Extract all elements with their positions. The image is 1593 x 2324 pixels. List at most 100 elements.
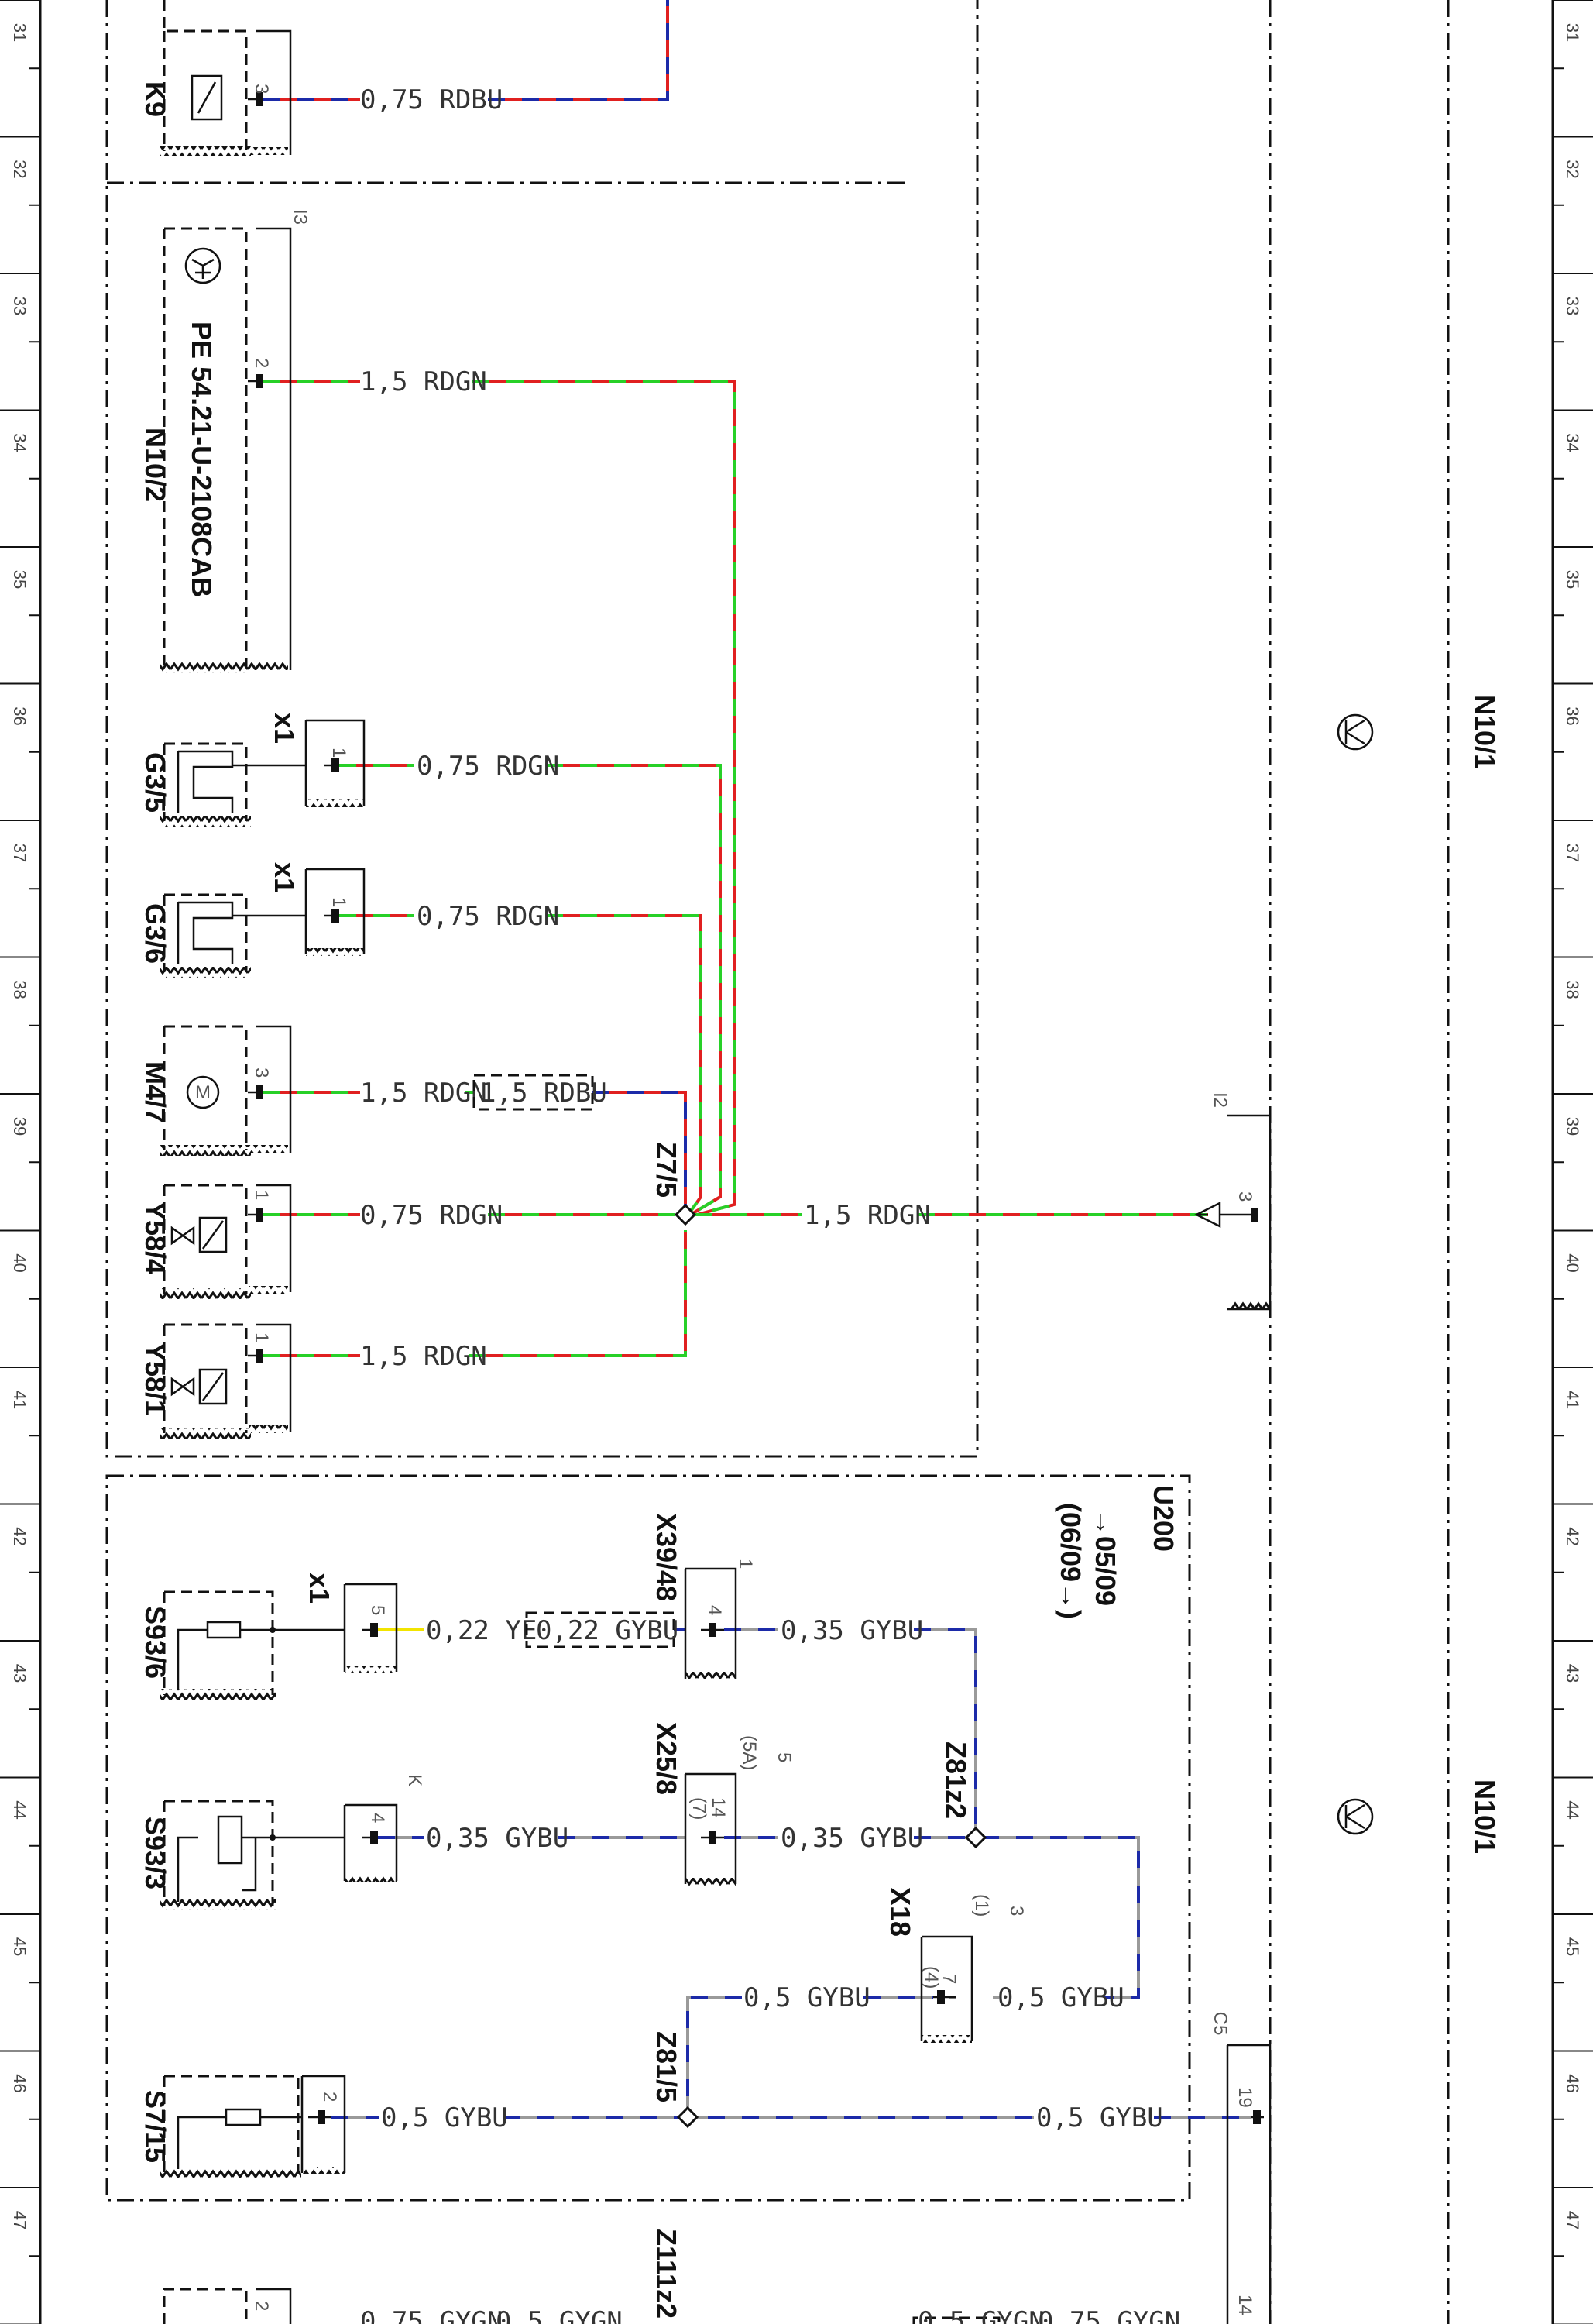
wire-label-y584: 0,75 RDGN [360,1200,503,1231]
pin-n102: 2 [251,358,272,368]
component-s933 [160,1800,398,1910]
ruler-number: 41 [10,1391,29,1409]
pin-x258-a: 5 [774,1752,795,1762]
pin-bottom-c5: 14 [1234,2295,1255,2315]
label-x18: X18 [884,1887,916,1937]
wire-label-bottom-d: 0,75 GYGN [1038,2306,1180,2324]
wire-label-s933: 0,35 GYBU [426,1823,568,1854]
label-s715: S7/15 [139,2090,171,2163]
pin-s936: 5 [367,1605,388,1615]
wire-label-main: 1,5 RDGN [804,1200,931,1231]
splice-z81z2 [964,1826,987,1849]
ruler-number: 34 [10,433,29,452]
label-i2: I2 [1210,1092,1231,1108]
label-g35: G3/5 [139,752,171,813]
ruler-number: 31 [1563,23,1582,42]
label-x1-g35: x1 [269,713,300,744]
component-m47: M [160,1025,292,1156]
ruler-number: 35 [1563,570,1582,589]
svg-text:M: M [195,1082,211,1103]
wire-x258-gybu [724,1836,1140,1999]
label-u200-line2: (06/09→) [1055,1503,1087,1619]
label-u200-line1: →05/09 [1090,1508,1121,1606]
ruler-number: 39 [1563,1117,1582,1136]
wire-label-s936: 0,22 YE [426,1615,537,1646]
ruler-number: 36 [1563,706,1582,725]
pin-x18-a: 3 [1006,1906,1027,1916]
u200-box [105,1474,1191,2202]
frame-lines [1269,0,1450,2324]
splice-z815 [676,2106,699,2129]
connector-x258 [684,1772,737,1886]
wire-label-m47: 1,5 RDGN [360,1078,487,1109]
ruler-number: 47 [1563,2211,1582,2229]
label-g36: G3/6 [139,903,171,964]
label-x1-s936: x1 [304,1573,335,1604]
wire-n102-rdgn [263,380,736,1216]
ruler-number: 36 [10,706,29,725]
component-s936 [160,1583,398,1700]
wire-k9-rdbu [263,0,669,101]
component-y584 [160,1184,292,1299]
label-z111z2: Z111z2 [651,2229,682,2319]
label-s936: S93/6 [139,1606,171,1679]
ruler-number: 46 [1563,2074,1582,2092]
component-y581 [160,1323,292,1439]
label-z815: Z81/5 [651,2031,682,2102]
component-n102 [160,227,292,673]
wire-label-s936-box: 0,22 GYBU [536,1615,678,1646]
pin-x258-c: 14 [708,1797,729,1818]
wire-x18-gybu [686,1996,999,2111]
ruler-number: 35 [10,570,29,589]
label-i3: I3 [290,209,311,225]
connector-x3948 [684,1567,737,1679]
wire-label-k9: 0,75 RDBU [360,84,503,115]
component-k9 [160,0,292,156]
pin-bottom: 2 [251,2301,272,2311]
label-x1-g36: x1 [269,862,300,893]
transistor-icon-n101-a [1337,713,1374,751]
ruler-number: 44 [1563,1800,1582,1819]
label-m47: M4/7 [139,1061,171,1123]
pin-x3948: 4 [704,1605,725,1615]
pin-k9: 3 [251,84,272,94]
wire-label-x18-out: 0,5 GYBU [997,1982,1124,2013]
pin-s715: 2 [319,2092,340,2102]
wire-label-s715: 0,5 GYBU [381,2102,508,2133]
transistor-icon-n101-b [1337,1798,1374,1835]
wire-label-x258-out: 0,35 GYBU [781,1823,923,1854]
label-n102: N10/2 [139,428,171,502]
wire-label-bottom-c: 0,5 GYGN [918,2306,1045,2324]
pin-x18-c: 7 [939,1974,960,1984]
ruler-number: 33 [1563,297,1582,315]
ruler-number: 42 [1563,1527,1582,1545]
label-x258: X25/8 [651,1722,682,1795]
wire-y581-rdgn [263,1230,687,1357]
ruler-number: 46 [10,2074,29,2092]
label-c5: C5 [1210,2012,1231,2036]
wire-label-g35: 0,75 RDGN [417,751,559,782]
pin-s933: 4 [367,1813,388,1823]
wire-label-m47-box: 1,5 RDBU [480,1078,607,1109]
ruler-number: 45 [1563,1937,1582,1956]
ruler-number: 33 [10,297,29,315]
ruler-number: 40 [10,1253,29,1272]
label-y581: Y58/1 [139,1342,171,1415]
ruler-number: 39 [10,1117,29,1136]
upper-module-box [105,0,979,1458]
wire-m47-rdgn [263,1091,687,1213]
label-n102-part: PE 54.21-U-2108CAB [186,321,218,597]
label-z81z2: Z81z2 [940,1741,972,1819]
splice-z75 [674,1203,697,1226]
component-g36 [160,868,366,978]
wire-label-n102: 1,5 RDGN [360,366,487,397]
pin-c5: 19 [1234,2087,1255,2108]
wire-g36-rdgn [339,914,702,1215]
pin-x18-b: (1) [971,1894,992,1917]
ruler-number: 32 [1563,160,1582,178]
connector-c5 [1226,2044,1272,2324]
label-x3948: X39/48 [651,1513,682,1601]
ruler-number: 37 [1563,844,1582,862]
label-k9: K9 [139,81,171,117]
